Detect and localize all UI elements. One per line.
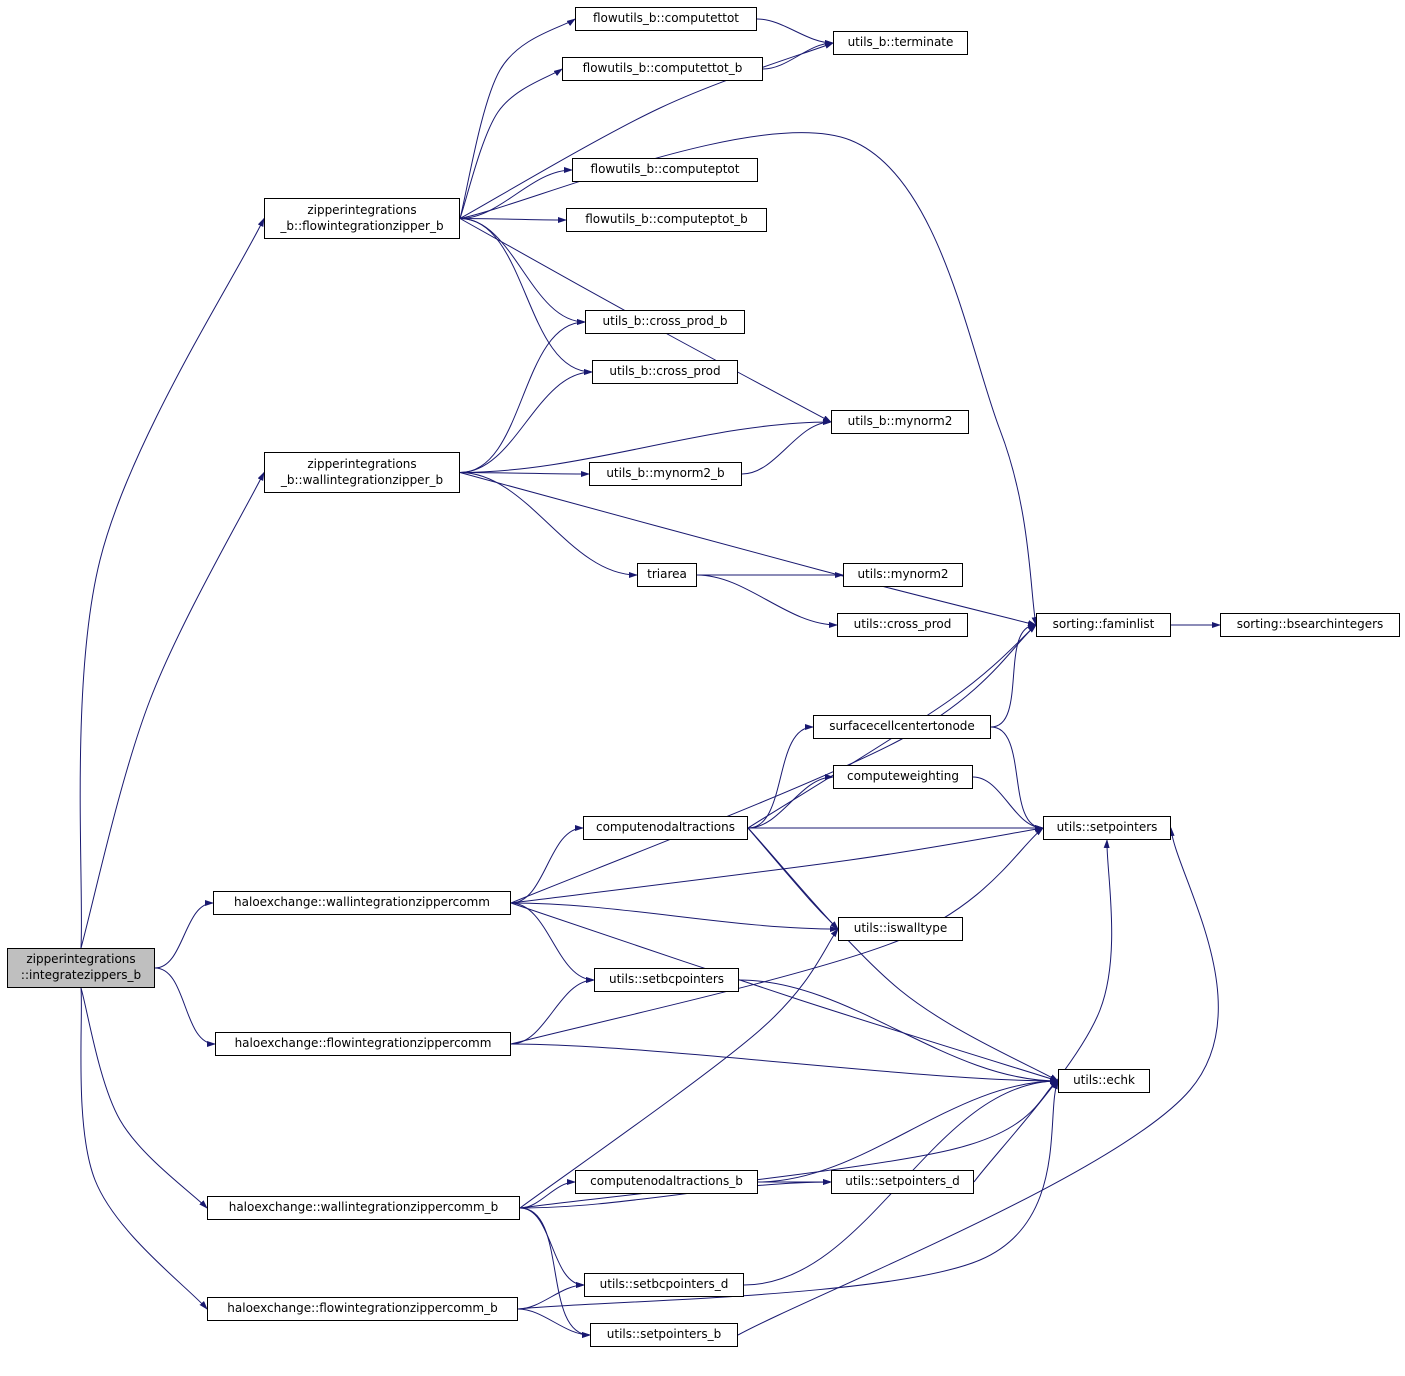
- edge-flowzip-to-terminate: [459, 42, 834, 219]
- edge-flowcomm-to-setbcpointers: [510, 977, 595, 1045]
- node-bsearch[interactable]: sorting::bsearchintegers: [1220, 613, 1400, 637]
- node-flowcomm_b[interactable]: haloexchange::flowintegrationzippercomm_…: [207, 1297, 518, 1321]
- edge-compweight-to-setpointers: [972, 776, 1044, 831]
- edge-wallzip-to-crossprod_b: [459, 319, 586, 473]
- edge-compnodal-to-faminlist: [747, 624, 1037, 829]
- edge-wallcomm-to-setpointers: [510, 826, 1044, 904]
- node-integratezippers[interactable]: zipperintegrations ::integratezippers_b: [7, 948, 155, 988]
- node-setpointers[interactable]: utils::setpointers: [1043, 816, 1171, 840]
- edge-wallcomm-to-echk: [510, 902, 1059, 1082]
- edge-wallcomm-to-compnodal: [510, 825, 584, 904]
- node-crossprod[interactable]: utils_b::cross_prod: [592, 360, 738, 384]
- node-setbcpointers[interactable]: utils::setbcpointers: [594, 968, 739, 992]
- edge-setbcpointers-to-echk: [738, 979, 1059, 1084]
- edge-integratezippers-to-flowcomm_b: [80, 987, 208, 1310]
- node-ucrossprod[interactable]: utils::cross_prod: [837, 613, 968, 637]
- edge-wallcomm_b-to-iswalltype: [519, 928, 839, 1209]
- edge-integratezippers-to-wallzip: [80, 471, 265, 949]
- edge-flowcomm_b-to-setpointers_b: [517, 1308, 591, 1338]
- edge-flowzip-to-crossprod_b: [459, 218, 586, 325]
- edge-compnodal_b-to-echk: [757, 1078, 1059, 1183]
- node-iswalltype[interactable]: utils::iswalltype: [838, 917, 963, 941]
- edge-wallcomm-to-faminlist: [510, 624, 1037, 904]
- edge-flowzip-to-computeptot_b: [459, 216, 567, 223]
- edge-compnodal-to-echk: [747, 827, 1059, 1082]
- edge-flowzip-to-computeptot: [459, 167, 573, 219]
- node-computettot[interactable]: flowutils_b::computettot: [575, 7, 757, 31]
- node-wallzip[interactable]: zipperintegrations _b::wallintegrationzi…: [264, 452, 460, 493]
- edge-integratezippers-to-wallcomm_b: [80, 987, 208, 1209]
- edge-integratezippers-to-wallcomm: [154, 900, 214, 969]
- node-setbcpointers_d[interactable]: utils::setbcpointers_d: [584, 1273, 744, 1297]
- edge-flowzip-to-faminlist: [459, 132, 1038, 626]
- edge-surfcell-to-setpointers: [990, 726, 1044, 831]
- edge-wallcomm-to-setbcpointers: [510, 902, 595, 983]
- edge-wallzip-to-triarea: [459, 472, 638, 578]
- node-terminate[interactable]: utils_b::terminate: [833, 31, 968, 55]
- edge-surfcell-to-faminlist: [990, 622, 1037, 728]
- edge-integratezippers-to-flowzip: [79, 217, 265, 949]
- edge-triarea-to-ucrossprod: [696, 574, 838, 628]
- node-faminlist[interactable]: sorting::faminlist: [1036, 613, 1171, 637]
- edge-flowcomm-to-echk: [510, 1043, 1059, 1084]
- edge-wallcomm_b-to-setpointers_d: [519, 1179, 832, 1209]
- node-flowcomm[interactable]: haloexchange::flowintegrationzippercomm: [215, 1032, 511, 1056]
- node-wallcomm[interactable]: haloexchange::wallintegrationzippercomm: [213, 891, 511, 915]
- node-mynorm2[interactable]: utils_b::mynorm2: [831, 410, 969, 434]
- node-crossprod_b[interactable]: utils_b::cross_prod_b: [585, 310, 745, 334]
- node-compweight[interactable]: computeweighting: [833, 765, 973, 789]
- edge-mynorm2_b-to-mynorm2: [741, 419, 832, 475]
- edge-wallcomm-to-iswalltype: [510, 902, 839, 932]
- edge-wallzip-to-mynorm2_b: [459, 470, 590, 477]
- edge-setpointers_d-to-setpointers: [973, 839, 1113, 1183]
- edge-compnodal-to-surfcell: [747, 724, 814, 829]
- node-computeptot[interactable]: flowutils_b::computeptot: [572, 158, 758, 182]
- node-setpointers_d[interactable]: utils::setpointers_d: [831, 1170, 974, 1194]
- node-mynorm2_b[interactable]: utils_b::mynorm2_b: [589, 462, 742, 486]
- edge-flowcomm_b-to-echk: [517, 1080, 1059, 1310]
- edge-wallzip-to-faminlist: [459, 472, 1037, 626]
- node-computettot_b[interactable]: flowutils_b::computettot_b: [562, 57, 763, 81]
- edge-integratezippers-to-flowcomm: [154, 967, 216, 1047]
- node-computeptot_b[interactable]: flowutils_b::computeptot_b: [566, 208, 767, 232]
- edge-compnodal-to-compweight: [747, 774, 834, 829]
- edge-wallcomm_b-to-setbcpointers_d: [519, 1207, 585, 1288]
- node-compnodal[interactable]: computenodaltractions: [583, 816, 748, 840]
- node-triarea[interactable]: triarea: [637, 563, 697, 587]
- edge-computettot-to-terminate: [756, 18, 834, 46]
- node-wallcomm_b[interactable]: haloexchange::wallintegrationzippercomm_…: [207, 1196, 520, 1220]
- edge-wallzip-to-mynorm2: [459, 419, 832, 473]
- node-setpointers_b[interactable]: utils::setpointers_b: [590, 1323, 738, 1347]
- edge-flowcomm-to-setpointers: [510, 827, 1044, 1045]
- edge-flowzip-to-computettot: [459, 18, 576, 219]
- edge-setpointers_b-to-setpointers: [737, 827, 1219, 1336]
- edge-wallzip-to-crossprod: [459, 369, 593, 473]
- edge-wallcomm_b-to-setpointers_b: [519, 1207, 591, 1338]
- node-flowzip[interactable]: zipperintegrations _b::flowintegrationzi…: [264, 198, 460, 239]
- node-echk[interactable]: utils::echk: [1058, 1069, 1150, 1093]
- node-surfcell[interactable]: surfacecellcentertonode: [813, 715, 991, 739]
- edge-flowzip-to-crossprod: [459, 218, 593, 375]
- edge-flowzip-to-computettot_b: [459, 68, 563, 219]
- node-umynorm2[interactable]: utils::mynorm2: [843, 563, 963, 587]
- node-compnodal_b[interactable]: computenodaltractions_b: [575, 1170, 758, 1194]
